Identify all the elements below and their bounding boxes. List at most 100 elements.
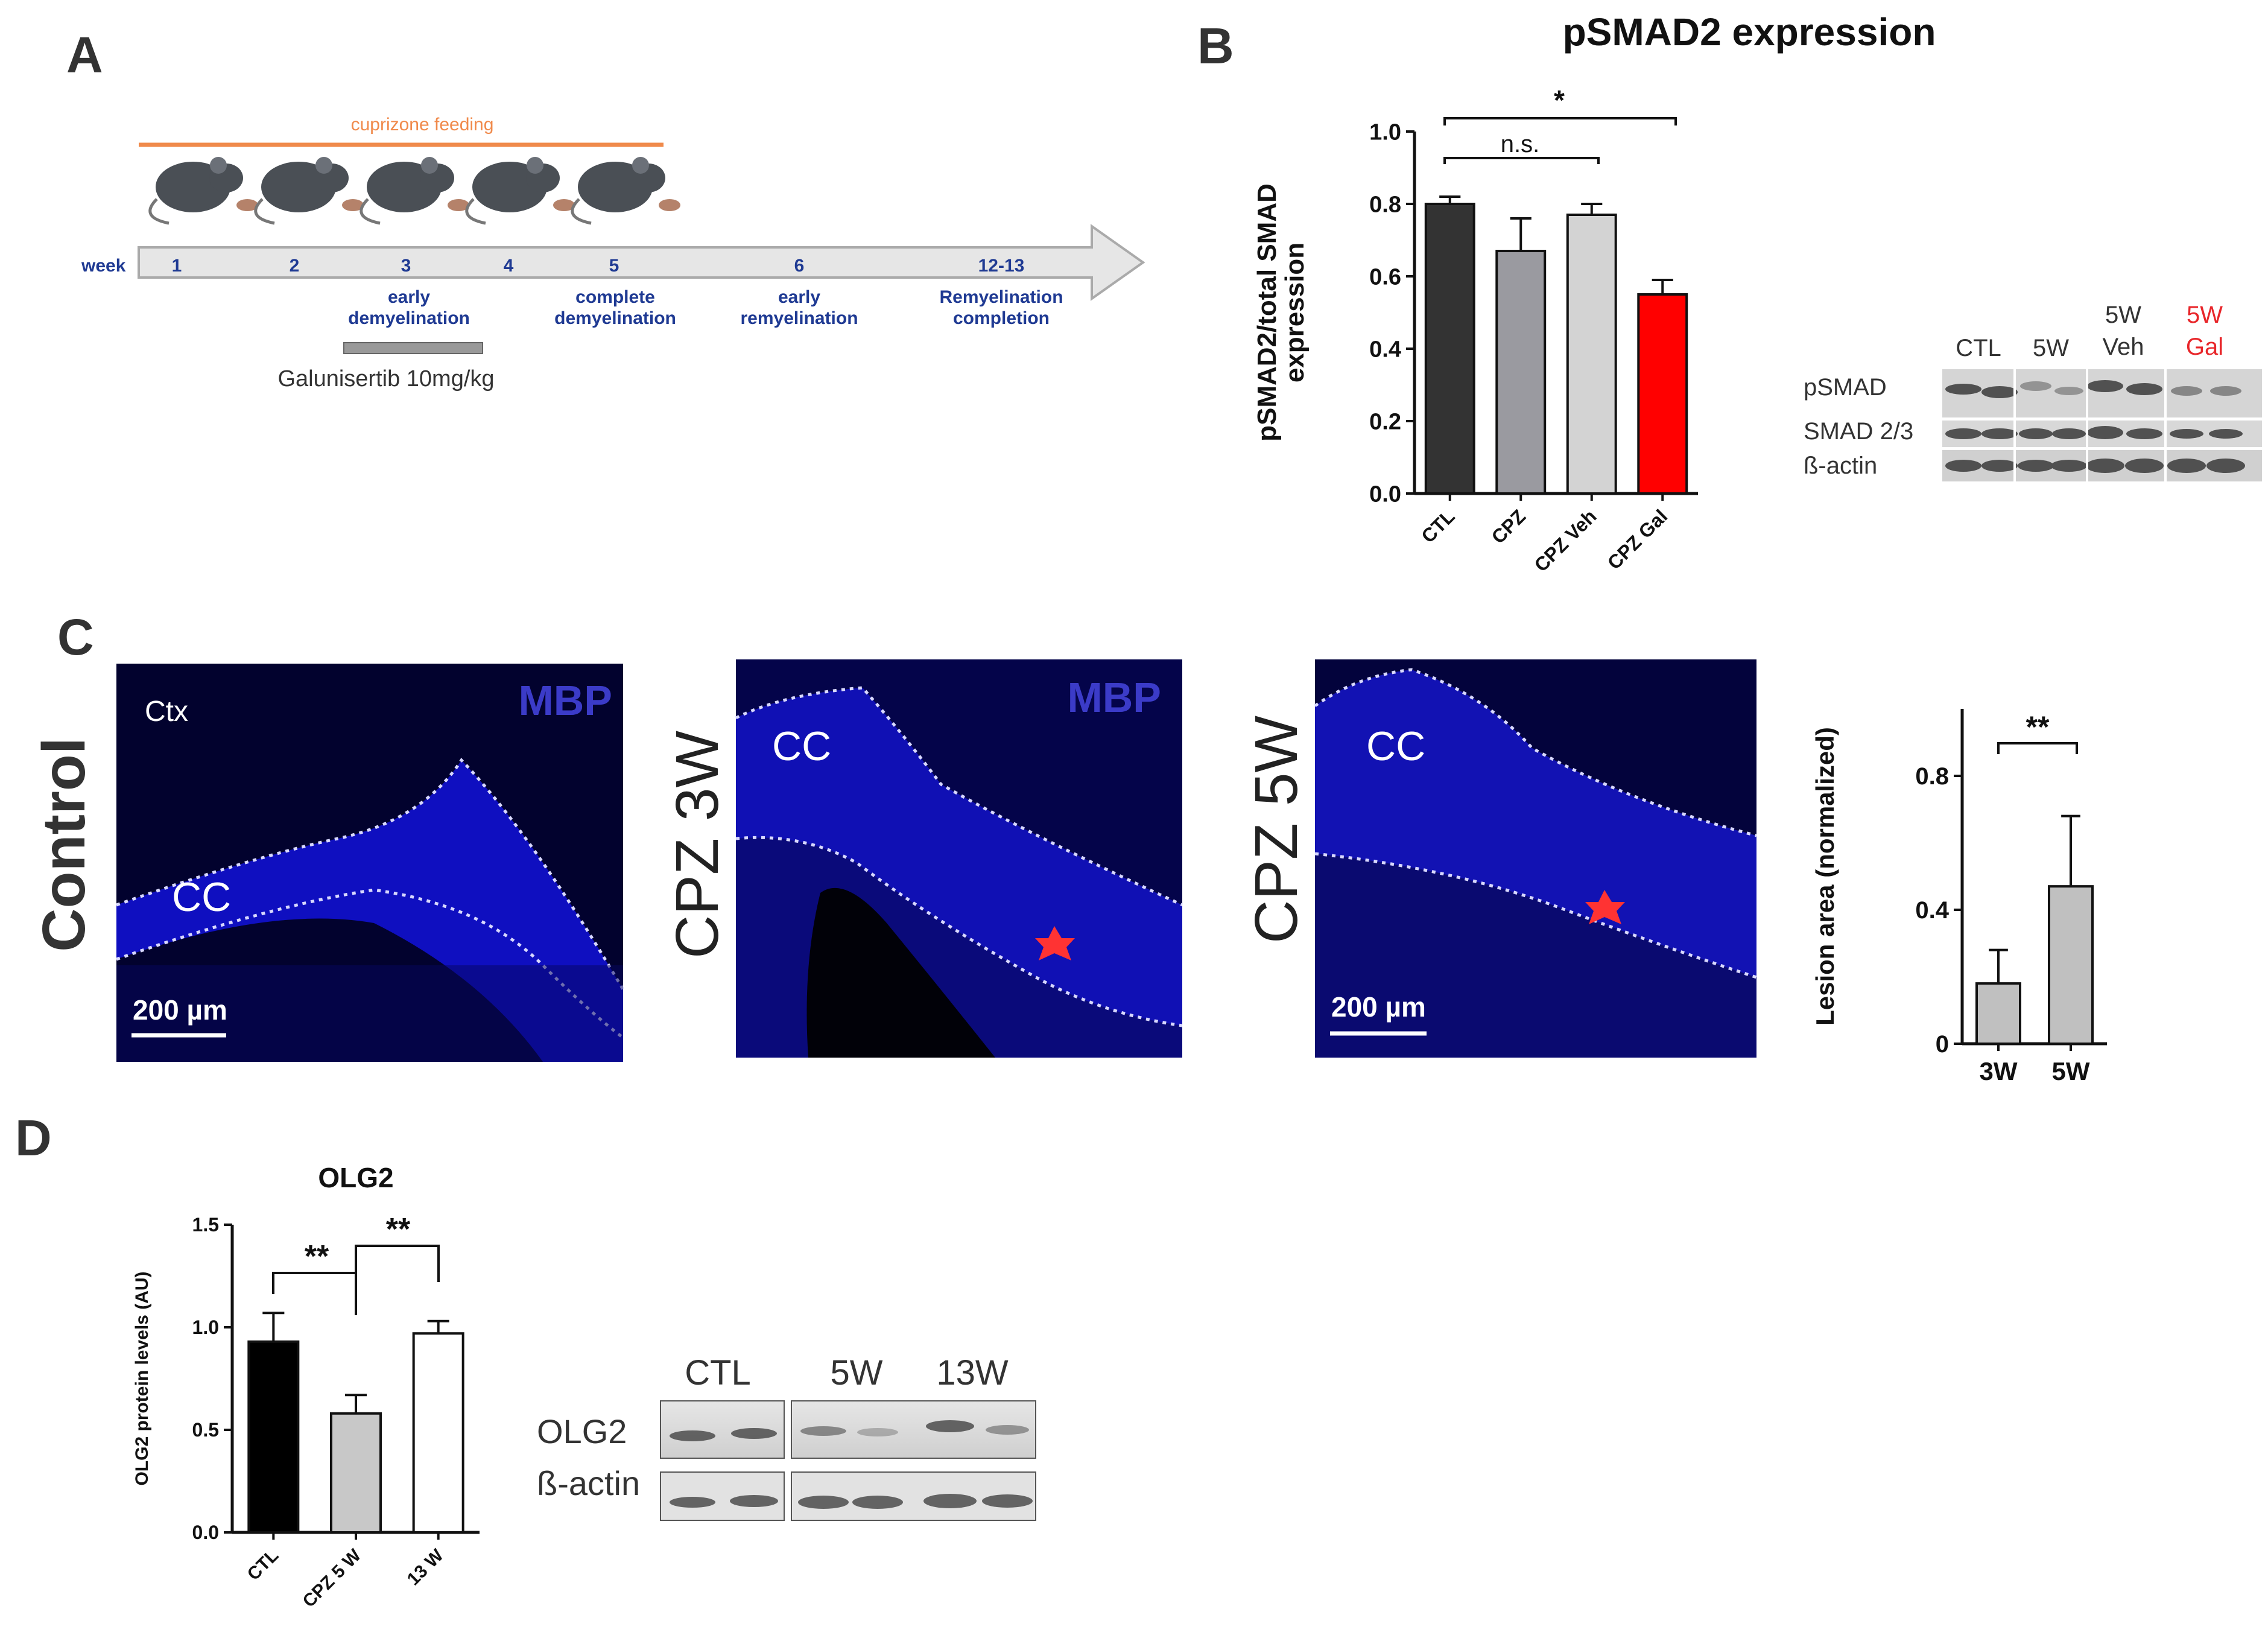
blot-lane-label: 5W <box>2033 335 2069 361</box>
mbp-label: MBP <box>518 677 612 724</box>
panel-label-a: A <box>66 27 103 83</box>
blot-row-label: OLG2 <box>537 1412 627 1450</box>
sig-star: ** <box>386 1212 411 1247</box>
stage-labels: early demyelination complete demyelinati… <box>348 287 1063 328</box>
bar <box>1637 293 1688 495</box>
x-tick-label: 13 W <box>404 1545 448 1589</box>
stage-line1: early <box>388 287 430 307</box>
stage-line2: completion <box>953 308 1050 328</box>
sig-bracket <box>272 1272 357 1315</box>
week-tick: 12-13 <box>978 256 1025 276</box>
y-tick-label: 1.0 <box>192 1316 219 1338</box>
blot-lane-sublabel: Gal <box>2186 334 2223 360</box>
blot-lane-label: 5W <box>2187 302 2223 328</box>
panel-label-b: B <box>1197 17 1234 74</box>
x-tick-label: 3W <box>1980 1057 2018 1085</box>
y-tick-label: 0.4 <box>1915 897 1949 924</box>
blot-lane-sublabel: Veh <box>2103 334 2144 360</box>
micrograph-control: Ctx MBP CC 200 µm <box>116 664 625 1062</box>
panel-label-d: D <box>15 1109 52 1166</box>
x-tick-label: CTL <box>244 1546 283 1585</box>
stage-line2: demyelination <box>554 308 676 328</box>
olg2-significance: ** ** <box>272 1212 440 1315</box>
y-tick-label: 0.6 <box>1369 264 1401 290</box>
sig-bracket <box>1443 157 1600 164</box>
x-tick-label: CPZ 5 W <box>299 1545 366 1611</box>
blot-lane-label: CTL <box>685 1353 751 1392</box>
y-tick-label: 0.0 <box>1369 481 1401 507</box>
week-tick: 6 <box>794 256 805 276</box>
blot-row-label: pSMAD <box>1804 374 1887 401</box>
panel-label-c: C <box>57 609 94 665</box>
row-label-cpz5w: CPZ 5W <box>1243 716 1310 944</box>
y-tick-label: 0.0 <box>192 1522 219 1543</box>
blot-lane-label: CTL <box>1956 335 2001 361</box>
sig-bracket <box>1997 742 2078 754</box>
treatment-label: Galunisertib 10mg/kg <box>277 366 494 392</box>
sig-bracket <box>1443 117 1677 125</box>
x-tick-label: CPZ Gal <box>1603 505 1671 573</box>
cc-label: CC <box>772 723 831 769</box>
sig-star: ** <box>2026 710 2050 744</box>
mouse-icon-group <box>148 157 680 225</box>
timeline-arrow <box>138 224 1145 301</box>
y-tick-label: 1.5 <box>192 1214 219 1236</box>
week-tick: 2 <box>290 256 300 276</box>
feeding-label: cuprizone feeding <box>351 115 494 135</box>
row-label-control: Control <box>30 737 98 951</box>
x-tick-label: 5W <box>2052 1057 2090 1085</box>
micrograph-cpz5w: CC 200 µm <box>1314 659 1757 1058</box>
lesion-star-icon <box>1585 890 1625 924</box>
y-tick-label: 0.2 <box>1369 409 1401 434</box>
x-tick-label: CPZ <box>1487 505 1530 548</box>
y-tick-label: 0.4 <box>1369 337 1401 362</box>
lesion-star-icon <box>1035 926 1075 960</box>
y-tick-label: 1.0 <box>1369 119 1401 145</box>
week-label: week <box>81 256 126 276</box>
micrograph-cpz3w: CC MBP <box>735 659 1183 1058</box>
bar <box>1424 203 1475 495</box>
stage-line2: remyelination <box>740 308 858 328</box>
bar <box>2048 885 2094 1046</box>
scale-label: 200 µm <box>1331 991 1426 1023</box>
y-axis-label: expression <box>1280 243 1310 382</box>
blot-lane-label: 5W <box>831 1353 883 1392</box>
row-label-cpz3w: CPZ 3W <box>664 731 731 959</box>
x-tick-label: CPZ Veh <box>1530 505 1600 576</box>
blot-lane-label: 13W <box>936 1353 1009 1392</box>
blot-row-label: ß-actin <box>1804 452 1877 479</box>
treatment-bar <box>343 342 483 354</box>
ctx-label: Ctx <box>145 696 188 728</box>
y-tick-label: 0.8 <box>1369 192 1401 217</box>
lesion-chart: 0 0.4 0.8 3W 5W Lesion area (normalized) <box>1811 709 2107 1085</box>
y-axis-label: pSMAD2/total SMAD <box>1252 183 1282 442</box>
mouse-icon <box>465 157 575 225</box>
psmad2-significance: * n.s. <box>1443 84 1677 164</box>
mouse-icon <box>148 157 258 225</box>
mouse-icon <box>254 157 364 225</box>
sig-star: ** <box>305 1239 329 1274</box>
week-tick: 4 <box>504 256 514 276</box>
blot-row-label: SMAD 2/3 <box>1804 418 1913 445</box>
olg2-western-blot: CTL 5W 13W OLG2 ß-actin <box>537 1353 1036 1521</box>
sig-ns: n.s. <box>1501 131 1539 157</box>
stage-line1: Remyelination <box>939 287 1063 307</box>
x-tick-label: CTL <box>1417 505 1459 547</box>
y-tick-label: 0.8 <box>1915 763 1949 790</box>
y-axis-label: Lesion area (normalized) <box>1811 727 1839 1026</box>
sig-star: * <box>1554 84 1565 116</box>
week-tick: 1 <box>172 256 182 276</box>
blot-row-label: ß-actin <box>537 1464 640 1502</box>
y-tick-label: 0 <box>1936 1031 1949 1058</box>
bar <box>1495 250 1547 495</box>
stage-line2: demyelination <box>348 308 470 328</box>
bar <box>247 1340 300 1534</box>
blot-bands <box>1945 380 2245 473</box>
sig-bracket <box>355 1245 440 1315</box>
scale-label: 200 µm <box>133 994 227 1026</box>
blot-bands <box>670 1420 1033 1509</box>
mbp-label: MBP <box>1067 674 1161 721</box>
mouse-icon <box>571 157 680 225</box>
